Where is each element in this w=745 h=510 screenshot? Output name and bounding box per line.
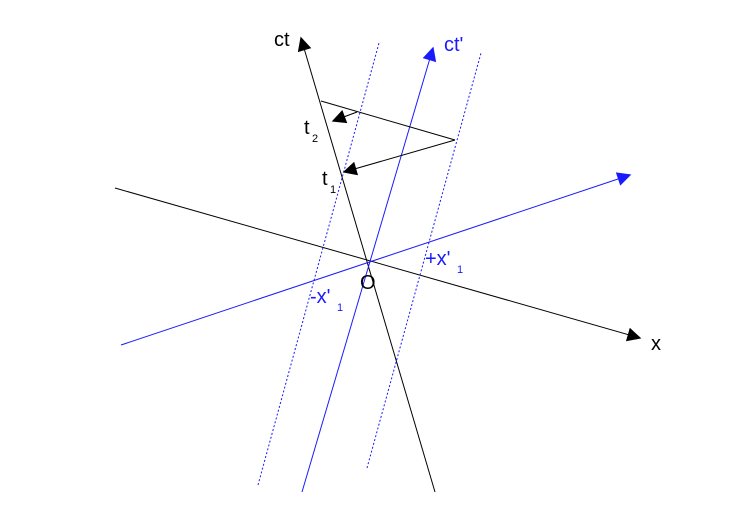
t1-subscript: 1 [330, 184, 336, 196]
ct-axis-label: ct [274, 29, 290, 51]
t2-label: t [304, 117, 310, 139]
x-axis-label: x [651, 333, 661, 355]
plus-x1-label: +x' [425, 248, 451, 270]
plus-x1-subscript: 1 [457, 264, 463, 276]
ct-prime-axis [301, 46, 437, 493]
ct-prime-axis-label: ct' [444, 34, 463, 56]
origin-label: O [360, 272, 376, 294]
x-axis [114, 187, 642, 342]
t2-subscript: 2 [312, 133, 318, 145]
x-prime-axis [120, 172, 632, 346]
ct-axis [297, 36, 436, 493]
worldline-plus-x1 [366, 52, 482, 469]
signal-t1-return [342, 139, 456, 176]
minus-x1-label: -x' [310, 286, 330, 308]
signal-t2-outgoing [320, 100, 456, 141]
worldline-minus-x1 [257, 42, 380, 486]
minus-x1-subscript: 1 [337, 302, 343, 314]
signal-t2-return [331, 110, 358, 124]
t1-label: t [322, 168, 328, 190]
